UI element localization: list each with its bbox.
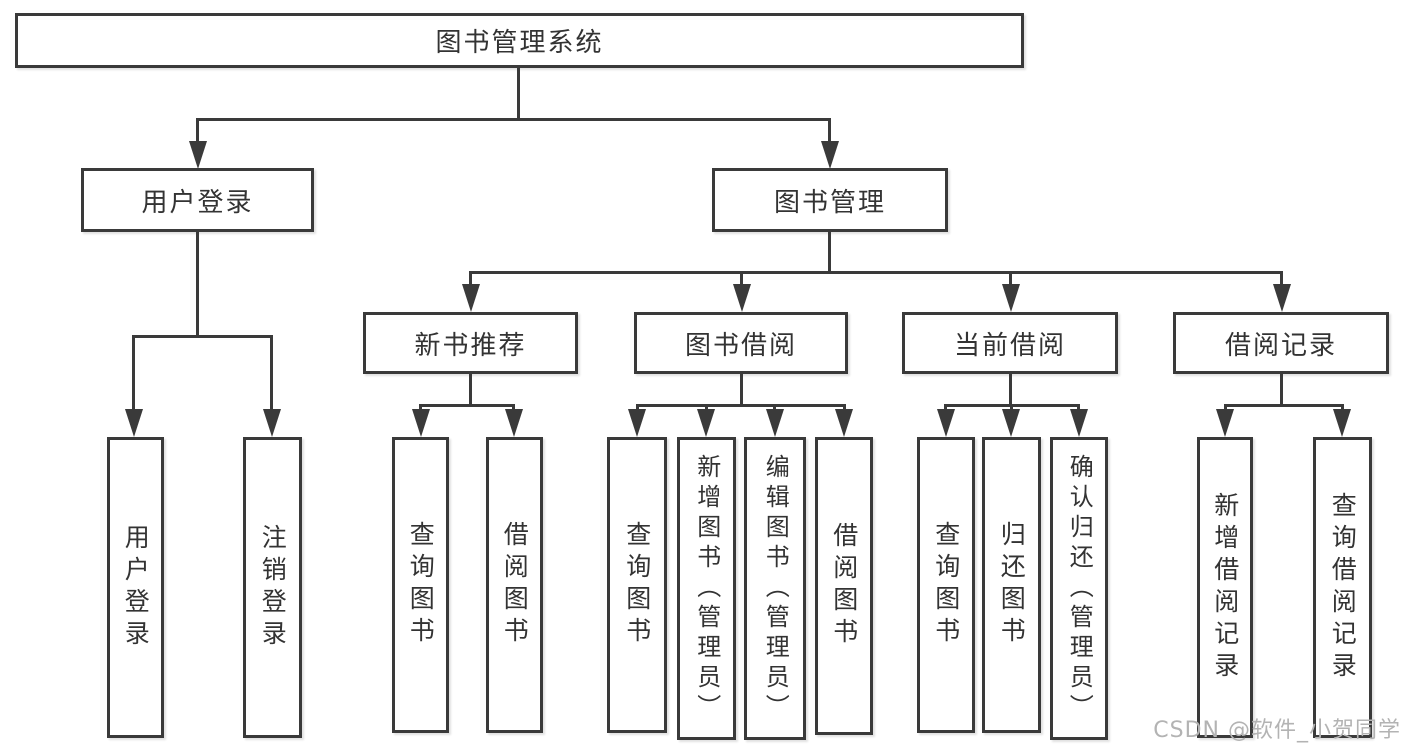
node-label: 查询图书 — [931, 521, 961, 649]
node-book-borrowing: 图书借阅 — [634, 312, 848, 374]
connector-line — [196, 232, 199, 336]
arrow-down-icon — [263, 409, 281, 437]
connector-line — [828, 118, 831, 144]
connector-line — [1280, 374, 1283, 407]
arrow-down-icon — [125, 409, 143, 437]
node-label: 查询借阅记录 — [1328, 491, 1358, 684]
node-new-book-recommendation: 新书推荐 — [363, 312, 578, 374]
arrow-down-icon — [1273, 284, 1291, 312]
node-label: 用户登录 — [121, 523, 151, 652]
connector-line — [828, 232, 831, 273]
leaf-query-books: 查询图书 — [392, 437, 449, 733]
node-label: 图书借阅 — [684, 330, 797, 361]
connector-line — [469, 271, 472, 286]
arrow-down-icon — [1002, 409, 1020, 437]
node-label: 查询图书 — [406, 521, 436, 649]
arrow-down-icon — [628, 409, 646, 437]
node-label: 借阅图书 — [829, 522, 859, 650]
connector-line — [944, 404, 947, 412]
arrow-down-icon — [835, 409, 853, 437]
connector-line — [1224, 404, 1343, 407]
arrow-down-icon — [412, 409, 430, 437]
connector-line — [469, 271, 1283, 274]
node-label: 查询图书 — [622, 521, 652, 649]
arrow-down-icon — [462, 284, 480, 312]
node-user-login: 用户登录 — [81, 168, 314, 232]
arrow-down-icon — [937, 409, 955, 437]
arrow-down-icon — [766, 409, 784, 437]
node-book-management: 图书管理 — [712, 168, 948, 232]
arrow-down-icon — [1333, 409, 1351, 437]
connector-line — [843, 404, 846, 412]
arrow-down-icon — [733, 284, 751, 312]
connector-line — [1341, 404, 1344, 412]
leaf-user-login: 用户登录 — [107, 437, 164, 738]
node-label: 归还图书 — [997, 521, 1027, 649]
arrow-down-icon — [505, 409, 523, 437]
connector-line — [740, 271, 743, 286]
connector-line — [132, 335, 273, 338]
arrow-down-icon — [821, 141, 839, 169]
connector-line — [705, 404, 708, 412]
node-label: 注销登录 — [258, 523, 288, 652]
node-label: 借阅图书 — [500, 521, 530, 649]
node-label: 用户登录 — [141, 187, 254, 218]
leaf-confirm-return-admin: 确认归还（管理员） — [1050, 437, 1108, 740]
leaf-logout: 注销登录 — [243, 437, 302, 738]
connector-line — [740, 374, 743, 407]
node-label: 借阅记录 — [1224, 330, 1337, 361]
node-label: 新增借阅记录 — [1210, 491, 1240, 684]
leaf-borrow-books: 借阅图书 — [815, 437, 873, 735]
node-label: 新增图书（管理员） — [692, 453, 721, 724]
node-borrowing-records: 借阅记录 — [1173, 312, 1389, 374]
connector-line — [512, 404, 515, 412]
connector-line — [196, 118, 831, 121]
node-current-borrowing: 当前借阅 — [902, 312, 1118, 374]
connector-line — [1280, 271, 1283, 286]
leaf-query-books: 查询图书 — [607, 437, 667, 733]
connector-line — [773, 404, 776, 412]
node-label: 图书管理 — [773, 187, 886, 218]
node-label: 确认归还（管理员） — [1065, 453, 1094, 724]
leaf-add-books-admin: 新增图书（管理员） — [677, 437, 736, 740]
connector-line — [132, 335, 135, 411]
arrow-down-icon — [189, 141, 207, 169]
connector-line — [469, 374, 472, 407]
node-label: 新书推荐 — [414, 330, 527, 361]
connector-line — [636, 404, 846, 407]
leaf-return-books: 归还图书 — [982, 437, 1041, 733]
arrow-down-icon — [1070, 409, 1088, 437]
connector-line — [419, 404, 422, 412]
connector-line — [419, 404, 515, 407]
node-library-management-system: 图书管理系统 — [15, 13, 1024, 68]
connector-line — [270, 335, 273, 411]
connector-line — [1224, 404, 1227, 412]
node-label: 当前借阅 — [953, 330, 1066, 361]
connector-line — [1009, 374, 1012, 407]
connector-line — [1010, 404, 1013, 412]
connector-line — [1009, 271, 1012, 286]
node-label: 图书管理系统 — [435, 28, 604, 58]
leaf-add-borrowing-record: 新增借阅记录 — [1197, 437, 1253, 738]
leaf-borrow-books: 借阅图书 — [486, 437, 543, 733]
node-label: 编辑图书（管理员） — [761, 453, 790, 724]
arrow-down-icon — [1216, 409, 1234, 437]
leaf-edit-books-admin: 编辑图书（管理员） — [744, 437, 806, 740]
connector-line — [517, 68, 520, 118]
connector-line — [1077, 404, 1080, 412]
arrow-down-icon — [1002, 284, 1020, 312]
leaf-query-books: 查询图书 — [917, 437, 975, 733]
connector-line — [196, 118, 199, 144]
leaf-query-borrowing-record: 查询借阅记录 — [1313, 437, 1372, 738]
csdn-watermark: CSDN @软件_小贺同学 — [1153, 718, 1401, 743]
connector-line — [636, 404, 639, 412]
arrow-down-icon — [697, 409, 715, 437]
